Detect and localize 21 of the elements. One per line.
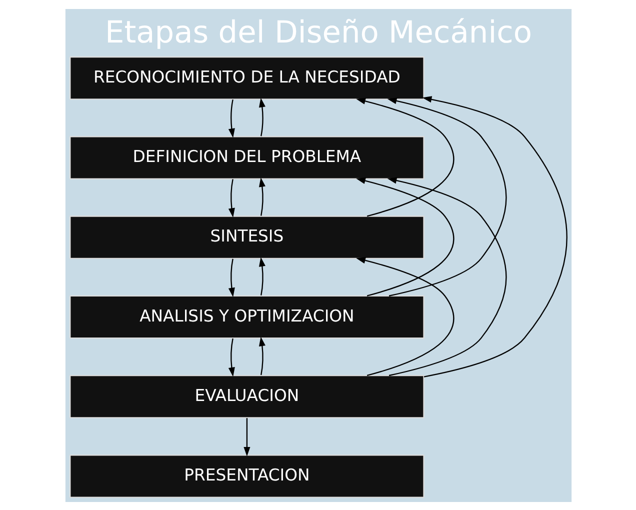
node-box: RECONOCIMIENTO DE LA NECESIDAD: [69, 56, 424, 100]
arrow: [258, 176, 265, 216]
arrow: [228, 98, 234, 138]
arrow: [243, 418, 250, 456]
arrow: [422, 96, 567, 377]
node-box: SINTESIS: [69, 215, 424, 259]
arrow: [356, 256, 454, 376]
node-box: ANALISIS Y OPTIMIZACION: [69, 294, 424, 338]
arrow: [258, 336, 265, 375]
arrow: [386, 176, 506, 376]
node-box: EVALUACION: [69, 374, 424, 418]
arrow: [258, 256, 265, 295]
arrow: [228, 178, 234, 217]
node-box: PRESENTACION: [69, 454, 424, 498]
arrow: [258, 97, 265, 136]
arrow: [356, 97, 454, 216]
arrow: [228, 258, 234, 297]
arrow: [386, 97, 506, 296]
arrow: [356, 177, 454, 296]
arrow: [228, 338, 234, 376]
node-box: DEFINICION DEL PROBLEMA: [69, 136, 424, 179]
